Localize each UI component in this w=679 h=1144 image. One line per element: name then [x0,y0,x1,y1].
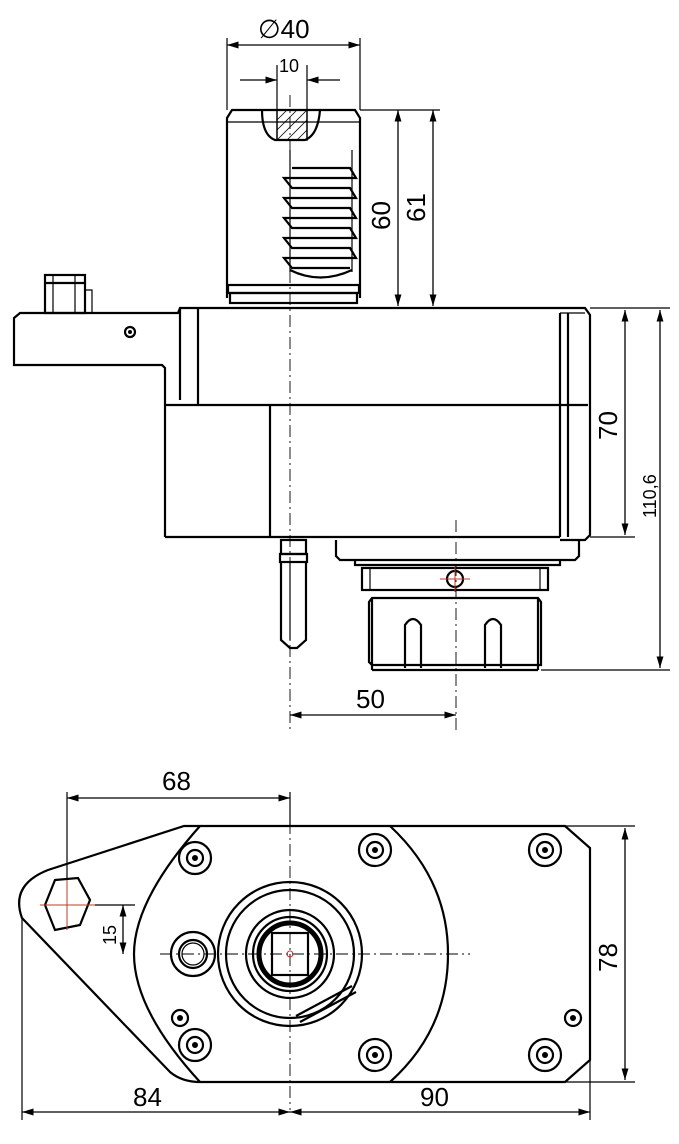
dim-heights-60-61: 60 61 [360,109,440,306]
dim-keyway-10: 10 [240,56,340,110]
dim-label-68: 68 [162,766,191,796]
dim-label-61: 61 [401,193,431,222]
pin-bl [170,1008,190,1028]
dim-offset-68: 68 [66,766,291,880]
spindle [216,880,364,1028]
bolt-bl [177,1027,213,1063]
dim-label-70: 70 [593,411,623,440]
shank [225,108,362,305]
housing [163,306,592,542]
dim-label-110-6: 110,6 [640,474,660,518]
side-view: ∅40 10 60 61 70 110,6 [12,14,670,730]
arm-hex-bolt [40,876,95,932]
top-view: 68 15 78 84 90 [18,766,635,1120]
dim-label-84: 84 [133,1082,162,1112]
dim-label-diameter-40: ∅40 [258,14,310,44]
dim-offset-15: 15 [95,904,135,954]
dim-heights-70-110: 70 110,6 [541,307,670,671]
bolt-tl [177,840,213,876]
thread [281,150,358,279]
bolt-head [43,273,93,315]
dim-diameter-40: ∅40 [226,14,361,110]
bolts [170,832,583,1073]
bracket-arm [12,273,198,405]
side-bore [169,930,217,978]
plate-outline [18,824,592,1084]
hatch-keyway [276,109,308,141]
dim-label-60: 60 [366,201,396,230]
dim-label-10: 10 [279,56,299,76]
collet-nut [334,540,581,672]
dim-label-78: 78 [593,943,623,972]
bolt-tm [357,832,393,868]
dim-width-78: 78 [565,825,635,1083]
bolt-br [527,1037,563,1073]
pin-br [563,1008,583,1028]
dim-offset-50: 50 [290,684,456,719]
dowel-pin [278,538,309,650]
dim-label-15: 15 [100,925,120,945]
dim-label-50: 50 [356,684,385,714]
dim-lengths-84-90: 84 90 [21,918,591,1120]
dim-label-90: 90 [420,1082,449,1112]
bolt-bm [357,1037,393,1073]
bolt-tr [527,832,563,868]
